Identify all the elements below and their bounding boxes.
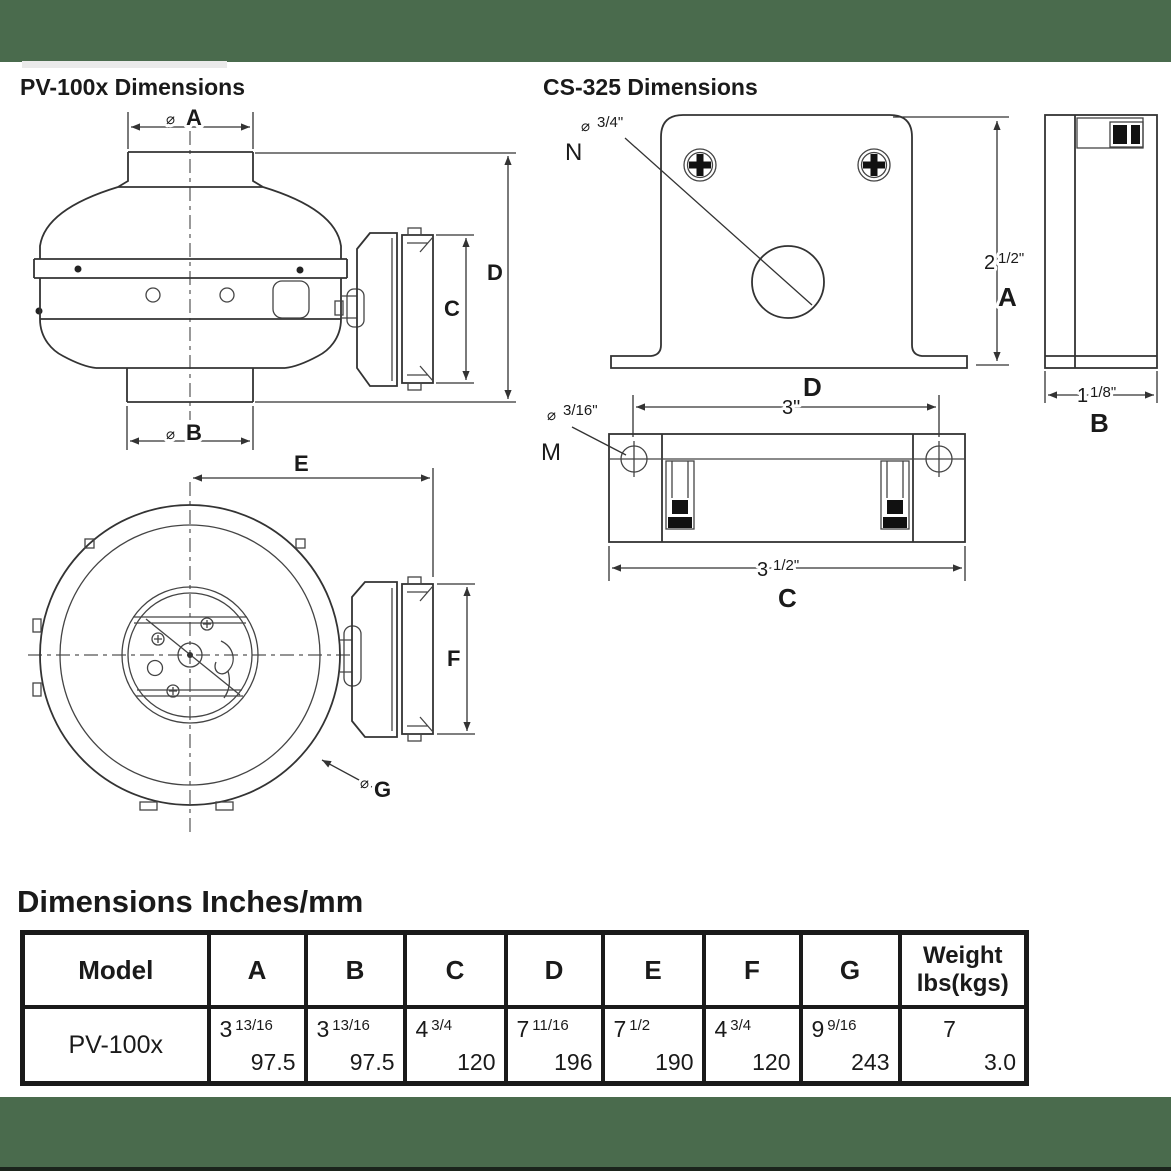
bracket-screw-right: [857, 148, 891, 182]
dia-symbol-m: ⌀: [547, 407, 556, 424]
fan-front-view: E F ⌀ G: [28, 448, 475, 832]
pv100x-dimensions-title: PV-100x Dimensions: [20, 74, 245, 100]
dim-num-b: 1: [1077, 385, 1088, 407]
fan-side-view: ⌀ A ⌀ B C D: [33, 102, 516, 450]
dia-symbol-n: ⌀: [581, 118, 590, 135]
dia-symbol-a: ⌀: [166, 111, 175, 128]
dim-label-f: F: [447, 646, 460, 671]
cell-g-mm: 243: [851, 1049, 890, 1075]
dim-label-g: G: [374, 777, 391, 802]
bracket-bottom-view: ⌀ 3/16" M 3 1/2" C: [538, 399, 966, 616]
bracket-clip-left: [665, 460, 695, 530]
dim-label-e: E: [294, 451, 309, 476]
dim-frac-c: 1/2": [773, 557, 799, 574]
header-model: Model: [20, 930, 211, 1009]
dim-size-n: 3/4": [597, 114, 623, 131]
header-weight: Weight lbs(kgs): [897, 930, 1029, 1009]
cs325-dimensions-title: CS-325 Dimensions: [543, 74, 758, 100]
cell-model: PV-100x: [20, 1005, 211, 1086]
bracket-side-view: 1 1/8" B: [1044, 114, 1158, 441]
dim-label-c: C: [444, 296, 460, 321]
header-b: B: [303, 930, 407, 1009]
header-f: F: [701, 930, 803, 1009]
cell-weight: 7 3.0: [897, 1005, 1029, 1086]
cell-f-mm: 120: [752, 1049, 791, 1075]
dimensions-table: Model A B C D E F G Weight lbs(kgs) PV-1…: [20, 930, 1029, 1086]
dia-symbol-g: ⌀: [360, 775, 369, 792]
bracket-front-view: ⌀ 3/4" N 2 1/2" A D 3": [562, 111, 1027, 437]
header-e: E: [600, 930, 706, 1009]
cell-e-mm: 190: [655, 1049, 694, 1075]
dim-label-m: M: [541, 439, 561, 466]
cell-b-mm: 97.5: [349, 1049, 395, 1075]
dim-num-a: 2: [984, 252, 995, 274]
dim-label-bracket-a: A: [998, 282, 1017, 312]
header-weight-line2: lbs(kgs): [916, 970, 1009, 997]
cell-weight-kgs: 3.0: [984, 1049, 1016, 1075]
dim-num-c: 3: [757, 559, 768, 581]
dim-frac-b: 1/8": [1090, 384, 1116, 401]
header-g: G: [798, 930, 902, 1009]
top-band-notch: [22, 61, 227, 68]
dim-size-d: 3": [782, 397, 800, 419]
dim-label-bracket-d: D: [803, 372, 822, 402]
bottom-green-band: [0, 1097, 1171, 1167]
dim-label-bracket-c: C: [778, 583, 797, 613]
dim-label-n: N: [565, 139, 582, 166]
dim-label-bracket-b: B: [1090, 408, 1109, 438]
table-heading: Dimensions Inches/mm: [17, 884, 364, 919]
cell-d-mm: 196: [554, 1049, 593, 1075]
bracket-clip-right: [880, 460, 910, 530]
bracket-screw-left: [683, 148, 717, 182]
technical-drawing: ⌀ A ⌀ B C D: [28, 102, 1158, 832]
dim-size-m: 3/16": [563, 402, 598, 419]
header-d: D: [503, 930, 605, 1009]
dia-symbol-b: ⌀: [166, 426, 175, 443]
bottom-band-edge: [0, 1167, 1171, 1171]
cell-weight-lbs: 7: [943, 1016, 956, 1042]
header-weight-line1: Weight: [922, 942, 1003, 970]
header-a: A: [206, 930, 308, 1009]
cell-c-mm: 120: [457, 1049, 496, 1075]
header-c: C: [402, 930, 508, 1009]
dim-frac-a: 1/2": [998, 250, 1024, 267]
top-green-band: [0, 0, 1171, 62]
cell-a-mm: 97.5: [250, 1049, 296, 1075]
dim-label-b: B: [186, 420, 202, 445]
table-header-row: Model A B C D E F G Weight lbs(kgs): [20, 930, 1029, 1009]
dim-label-d: D: [487, 260, 503, 285]
dim-label-a: A: [186, 105, 202, 130]
